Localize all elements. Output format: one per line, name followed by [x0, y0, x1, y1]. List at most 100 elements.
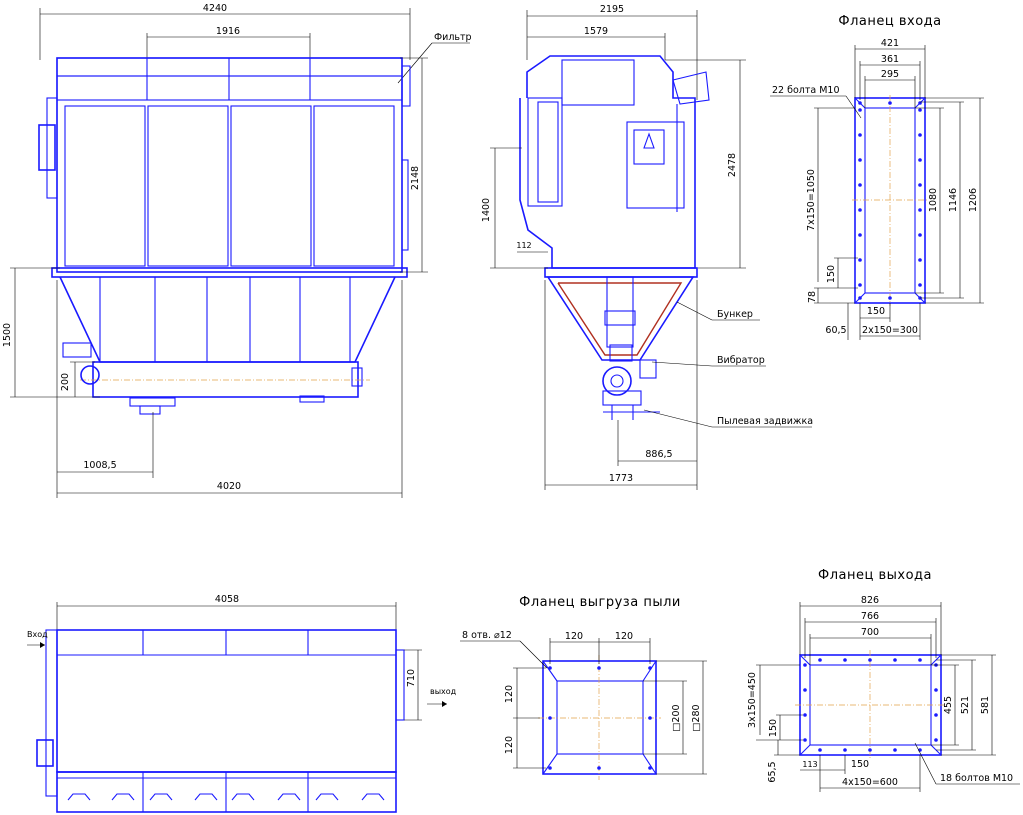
bolt-hole	[858, 208, 862, 212]
bolt-hole	[934, 688, 938, 692]
dim-inlet-h2: 1146	[948, 188, 959, 212]
dust-flange: Фланец выгруза пыли 8 отв. ⌀12 120 120 1…	[460, 595, 707, 780]
dim-outlet-w3: 700	[861, 627, 879, 638]
label-dust-gate: Пылевая задвижка	[717, 416, 813, 427]
bolt-hole	[648, 666, 652, 670]
dim-dust-v1: 120	[504, 685, 515, 703]
outlet-flange-bolts: 18 болтов М10	[940, 773, 1013, 784]
dim-outlet-edge-v: 65,5	[767, 761, 778, 782]
dim-front-filter-height: 2148	[410, 166, 421, 190]
dim-front-filter-width: 1916	[216, 26, 240, 37]
bolt-hole	[843, 658, 847, 662]
bolt-hole	[597, 666, 601, 670]
dim-outlet-w1: 826	[861, 595, 879, 606]
bolt-hole	[648, 766, 652, 770]
bolt-hole	[548, 666, 552, 670]
bolt-hole	[858, 108, 862, 112]
bolt-hole	[803, 688, 807, 692]
outlet-flange-title: Фланец выхода	[818, 568, 932, 583]
bolt-hole	[934, 738, 938, 742]
dim-side-overall-height: 2478	[727, 153, 738, 177]
dim-inlet-pitch-v2: 150	[826, 265, 837, 283]
dim-inlet-pitch-v: 7x150=1050	[806, 169, 817, 231]
bolt-hole	[918, 208, 922, 212]
front-view: 4240 1916 Фильтр	[2, 3, 472, 498]
bolt-hole	[818, 658, 822, 662]
dim-side-flange-depth: 112	[516, 241, 531, 250]
inlet-flange-bolts: 22 болта М10	[772, 85, 840, 96]
bolt-hole	[918, 183, 922, 187]
bolt-hole	[858, 296, 862, 300]
inlet-flange: Фланец входа 421 361 295 22 болта М10 7x…	[770, 14, 984, 340]
bolt-hole	[918, 658, 922, 662]
dim-outlet-pitch-h: 150	[851, 759, 869, 770]
bolt-hole	[893, 658, 897, 662]
label-filter: Фильтр	[434, 32, 472, 43]
label-vibrator: Вибратор	[717, 355, 765, 366]
dim-front-hopper-height: 1500	[2, 323, 13, 347]
bolt-hole	[858, 183, 862, 187]
dim-top-outlet-width: 710	[406, 669, 417, 687]
dim-side-outlet-offset: 886,5	[645, 449, 672, 460]
dim-front-overall-width: 4240	[203, 3, 227, 14]
dim-outlet-w2: 766	[861, 611, 879, 622]
dim-outlet-edge-h: 113	[802, 760, 817, 769]
dim-inlet-w1: 421	[881, 38, 899, 49]
bolt-hole	[858, 283, 862, 287]
bolt-hole	[858, 133, 862, 137]
bolt-hole	[918, 108, 922, 112]
bolt-hole	[648, 716, 652, 720]
bolt-hole	[868, 748, 872, 752]
dim-outlet-pitch-v: 3x150=450	[747, 672, 758, 728]
bolt-hole	[934, 713, 938, 717]
bolt-hole	[818, 748, 822, 752]
outlet-flange: Фланец выхода 826 766 700 3x150=450 150 …	[747, 568, 1020, 792]
dim-dust-inner: □200	[671, 704, 682, 731]
label-top-outlet: выход	[430, 687, 457, 696]
bolt-hole	[888, 101, 892, 105]
side-view: 2195 1579 Бункер	[481, 4, 813, 490]
dim-side-base-width: 1773	[609, 473, 633, 484]
dim-side-top-width: 1579	[584, 26, 608, 37]
dim-dust-p2: 120	[615, 631, 633, 642]
bolt-hole	[918, 158, 922, 162]
dim-inlet-edge-h: 60,5	[825, 325, 846, 336]
dim-dust-outer: □280	[691, 704, 702, 731]
bolt-hole	[918, 258, 922, 262]
dim-side-overall-width: 2195	[600, 4, 624, 15]
label-top-inlet: Вход	[27, 630, 48, 639]
dim-inlet-h3: 1206	[968, 188, 979, 212]
dim-inlet-h1: 1080	[928, 188, 939, 212]
dim-inlet-w2: 361	[881, 54, 899, 65]
bolt-hole	[843, 748, 847, 752]
bolt-hole	[803, 663, 807, 667]
bolt-hole	[893, 748, 897, 752]
dim-outlet-h1: 455	[943, 696, 954, 714]
dim-inlet-w3: 295	[881, 69, 899, 80]
bolt-hole	[858, 258, 862, 262]
dust-flange-holes: 8 отв. ⌀12	[462, 630, 512, 641]
bolt-hole	[548, 716, 552, 720]
label-hopper: Бункер	[717, 309, 753, 320]
bolt-hole	[888, 296, 892, 300]
bolt-hole	[858, 158, 862, 162]
dim-front-base-width: 4020	[217, 481, 241, 492]
dim-inlet-pitch-h2: 2x150=300	[862, 325, 918, 336]
bolt-hole	[918, 233, 922, 237]
dim-inlet-edge-v: 78	[807, 291, 818, 303]
dim-dust-p1: 120	[565, 631, 583, 642]
bolt-hole	[858, 101, 862, 105]
dim-outlet-pitch-h2: 4x150=600	[842, 777, 898, 788]
inlet-flange-title: Фланец входа	[838, 14, 941, 29]
dim-side-inlet-height: 1400	[481, 198, 492, 222]
dim-outlet-h2: 521	[960, 696, 971, 714]
bolt-hole	[868, 658, 872, 662]
dim-dust-v2: 120	[504, 736, 515, 754]
dim-outlet-pitch-v2: 150	[768, 719, 779, 737]
dust-flange-title: Фланец выгруза пыли	[519, 595, 681, 610]
dim-front-outlet-height: 200	[60, 373, 71, 391]
bolt-hole	[918, 283, 922, 287]
bolt-hole	[548, 766, 552, 770]
bolt-hole	[858, 233, 862, 237]
